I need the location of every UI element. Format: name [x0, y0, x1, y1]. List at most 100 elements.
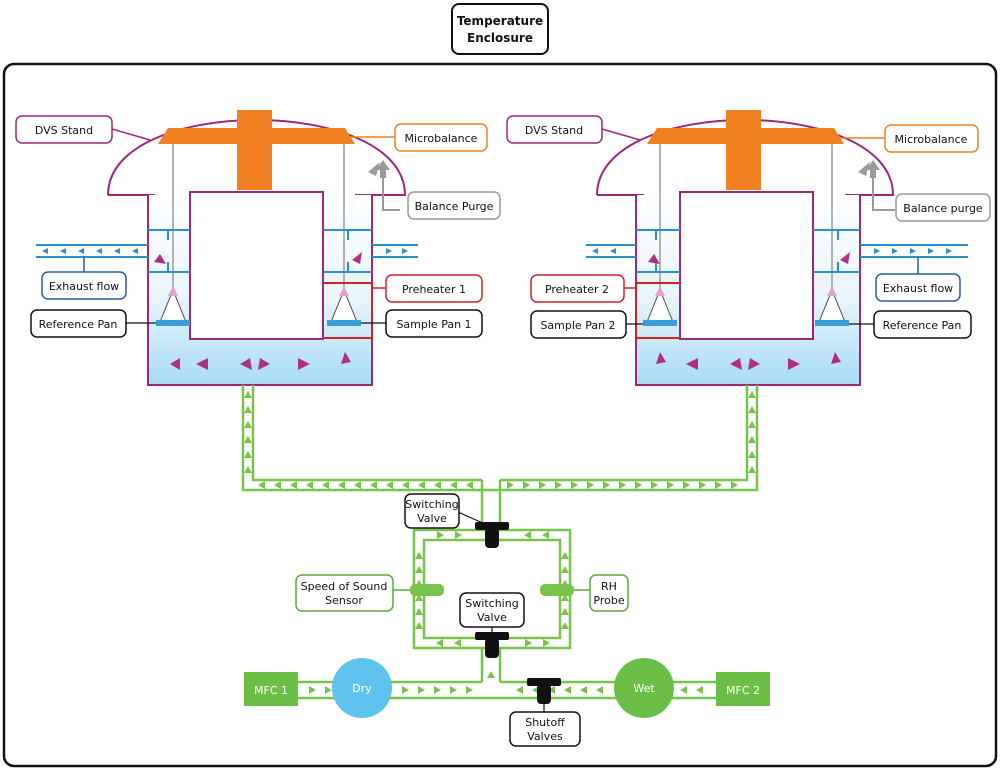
- right-microbalance-text: Microbalance: [895, 133, 968, 146]
- left-exhaust-pipes: [36, 229, 418, 273]
- green-flow-arrow: [244, 436, 252, 443]
- green-flow-arrow: [561, 552, 569, 559]
- green-flow-arrow: [524, 531, 531, 539]
- left-sample-pan-label: Sample Pan 1: [361, 309, 483, 338]
- green-flow-arrow: [415, 552, 423, 559]
- switching-valve-top-icon: [475, 522, 509, 548]
- switching-valve-mid-text-1: Switching: [465, 597, 518, 610]
- dry-text: Dry: [352, 682, 372, 695]
- green-flow-arrow: [543, 639, 550, 647]
- green-flow-arrow: [244, 406, 252, 413]
- green-flow-arrow: [354, 481, 361, 489]
- left-sample-text: Sample Pan 1: [396, 318, 471, 331]
- mfc-2-text: MFC 2: [726, 684, 760, 697]
- right-preheater-outline: [635, 282, 680, 339]
- green-flow-arrow: [434, 686, 441, 694]
- green-flow-arrow: [580, 686, 587, 694]
- left-purge-line: [368, 160, 400, 211]
- shutoff-valves-label: Shutoff Valves: [509, 704, 581, 747]
- green-flow-arrow: [651, 481, 658, 489]
- green-flow-arrow: [555, 481, 562, 489]
- green-flow-arrow: [244, 466, 252, 473]
- gas-flow-network: [241, 385, 759, 700]
- green-flow-arrow: [748, 421, 756, 428]
- green-flow-arrow: [338, 481, 345, 489]
- green-flow-arrow: [539, 481, 546, 489]
- temperature-enclosure-frame: [2, 62, 998, 768]
- speed-of-sound-label: Speed of Sound Sensor: [295, 574, 410, 612]
- green-flow-arrow: [603, 481, 610, 489]
- green-flow-arrow: [290, 481, 297, 489]
- left-microbalance-text: Microbalance: [405, 132, 478, 145]
- left-microbalance-label: Microbalance: [345, 123, 488, 152]
- right-inner-block: [679, 191, 814, 340]
- right-dvs-unit: DVS Stand Microbalance Balance purge Exh…: [506, 110, 991, 386]
- green-flow-arrow: [516, 686, 523, 694]
- green-flow-arrow: [244, 421, 252, 428]
- left-dvs-stand-label: DVS Stand: [15, 115, 151, 144]
- green-flow-arrow: [415, 608, 423, 615]
- right-exhaust-arrows: [592, 248, 952, 254]
- rh-probe-text-2: Probe: [593, 594, 624, 607]
- speed-of-sound-text-2: Sensor: [325, 594, 363, 607]
- green-flow-arrow: [402, 481, 409, 489]
- green-flow-arrow: [571, 481, 578, 489]
- green-flow-arrow: [325, 686, 332, 694]
- left-sample-pan: [327, 286, 361, 326]
- green-flow-arrow: [699, 481, 706, 489]
- right-microbalance-label: Microbalance: [834, 124, 979, 153]
- green-flow-arrow: [561, 608, 569, 615]
- green-flow-arrow: [466, 481, 473, 489]
- green-flow-arrow: [434, 481, 441, 489]
- right-preheater-label: Preheater 2: [530, 274, 636, 303]
- green-flow-arrow: [437, 531, 444, 539]
- distribution-pipe-inner: [251, 385, 749, 482]
- green-flow-arrow: [696, 686, 703, 694]
- green-flow-arrows: [244, 391, 756, 694]
- green-flow-arrow: [561, 622, 569, 629]
- green-flow-arrow: [309, 686, 316, 694]
- right-chamber-flow-arrows: [648, 252, 850, 370]
- distribution-pipe-outer: [241, 385, 759, 492]
- mfc-2: MFC 2: [716, 672, 770, 706]
- left-exhaust-arrows: [42, 248, 408, 254]
- left-purge-text: Balance Purge: [415, 200, 494, 213]
- green-flow-arrow: [418, 686, 425, 694]
- green-flow-arrow: [596, 686, 603, 694]
- green-flow-arrow: [415, 566, 423, 573]
- dry-gas-source: Dry: [332, 658, 392, 718]
- green-flow-arrow: [748, 391, 756, 398]
- right-dvs-stand-label: DVS Stand: [506, 115, 641, 144]
- green-flow-arrow: [450, 686, 457, 694]
- right-sample-pan: [643, 286, 677, 326]
- green-flow-arrow: [415, 594, 423, 601]
- green-flow-arrow: [322, 481, 329, 489]
- right-reference-text: Reference Pan: [883, 319, 962, 332]
- green-flow-arrow: [436, 639, 443, 647]
- green-flow-arrow: [454, 639, 461, 647]
- green-flow-arrow: [386, 481, 393, 489]
- green-flow-arrow: [548, 686, 555, 694]
- wet-text: Wet: [633, 682, 655, 695]
- mfc-1-text: MFC 1: [254, 684, 288, 697]
- green-flow-arrow: [402, 686, 409, 694]
- wet-gas-source: Wet: [614, 658, 674, 718]
- right-purge-text: Balance purge: [903, 202, 983, 215]
- green-flow-arrow: [667, 481, 674, 489]
- left-preheater-outline: [323, 282, 373, 339]
- green-flow-arrow: [525, 639, 532, 647]
- green-flow-arrow: [564, 686, 571, 694]
- green-flow-arrow: [561, 566, 569, 573]
- rh-probe-label: RH Probe: [574, 574, 629, 612]
- title-line-2: Enclosure: [467, 31, 533, 45]
- rh-probe: [540, 584, 574, 596]
- green-flow-arrow: [748, 451, 756, 458]
- green-flow-arrow: [244, 391, 252, 398]
- green-flow-arrow: [244, 451, 252, 458]
- shutoff-text-1: Shutoff: [525, 716, 565, 729]
- green-flow-arrow: [715, 481, 722, 489]
- left-preheater-label: Preheater 1: [372, 274, 483, 303]
- right-exhaust-text: Exhaust flow: [883, 282, 953, 295]
- right-dvs-stand-text: DVS Stand: [525, 124, 583, 137]
